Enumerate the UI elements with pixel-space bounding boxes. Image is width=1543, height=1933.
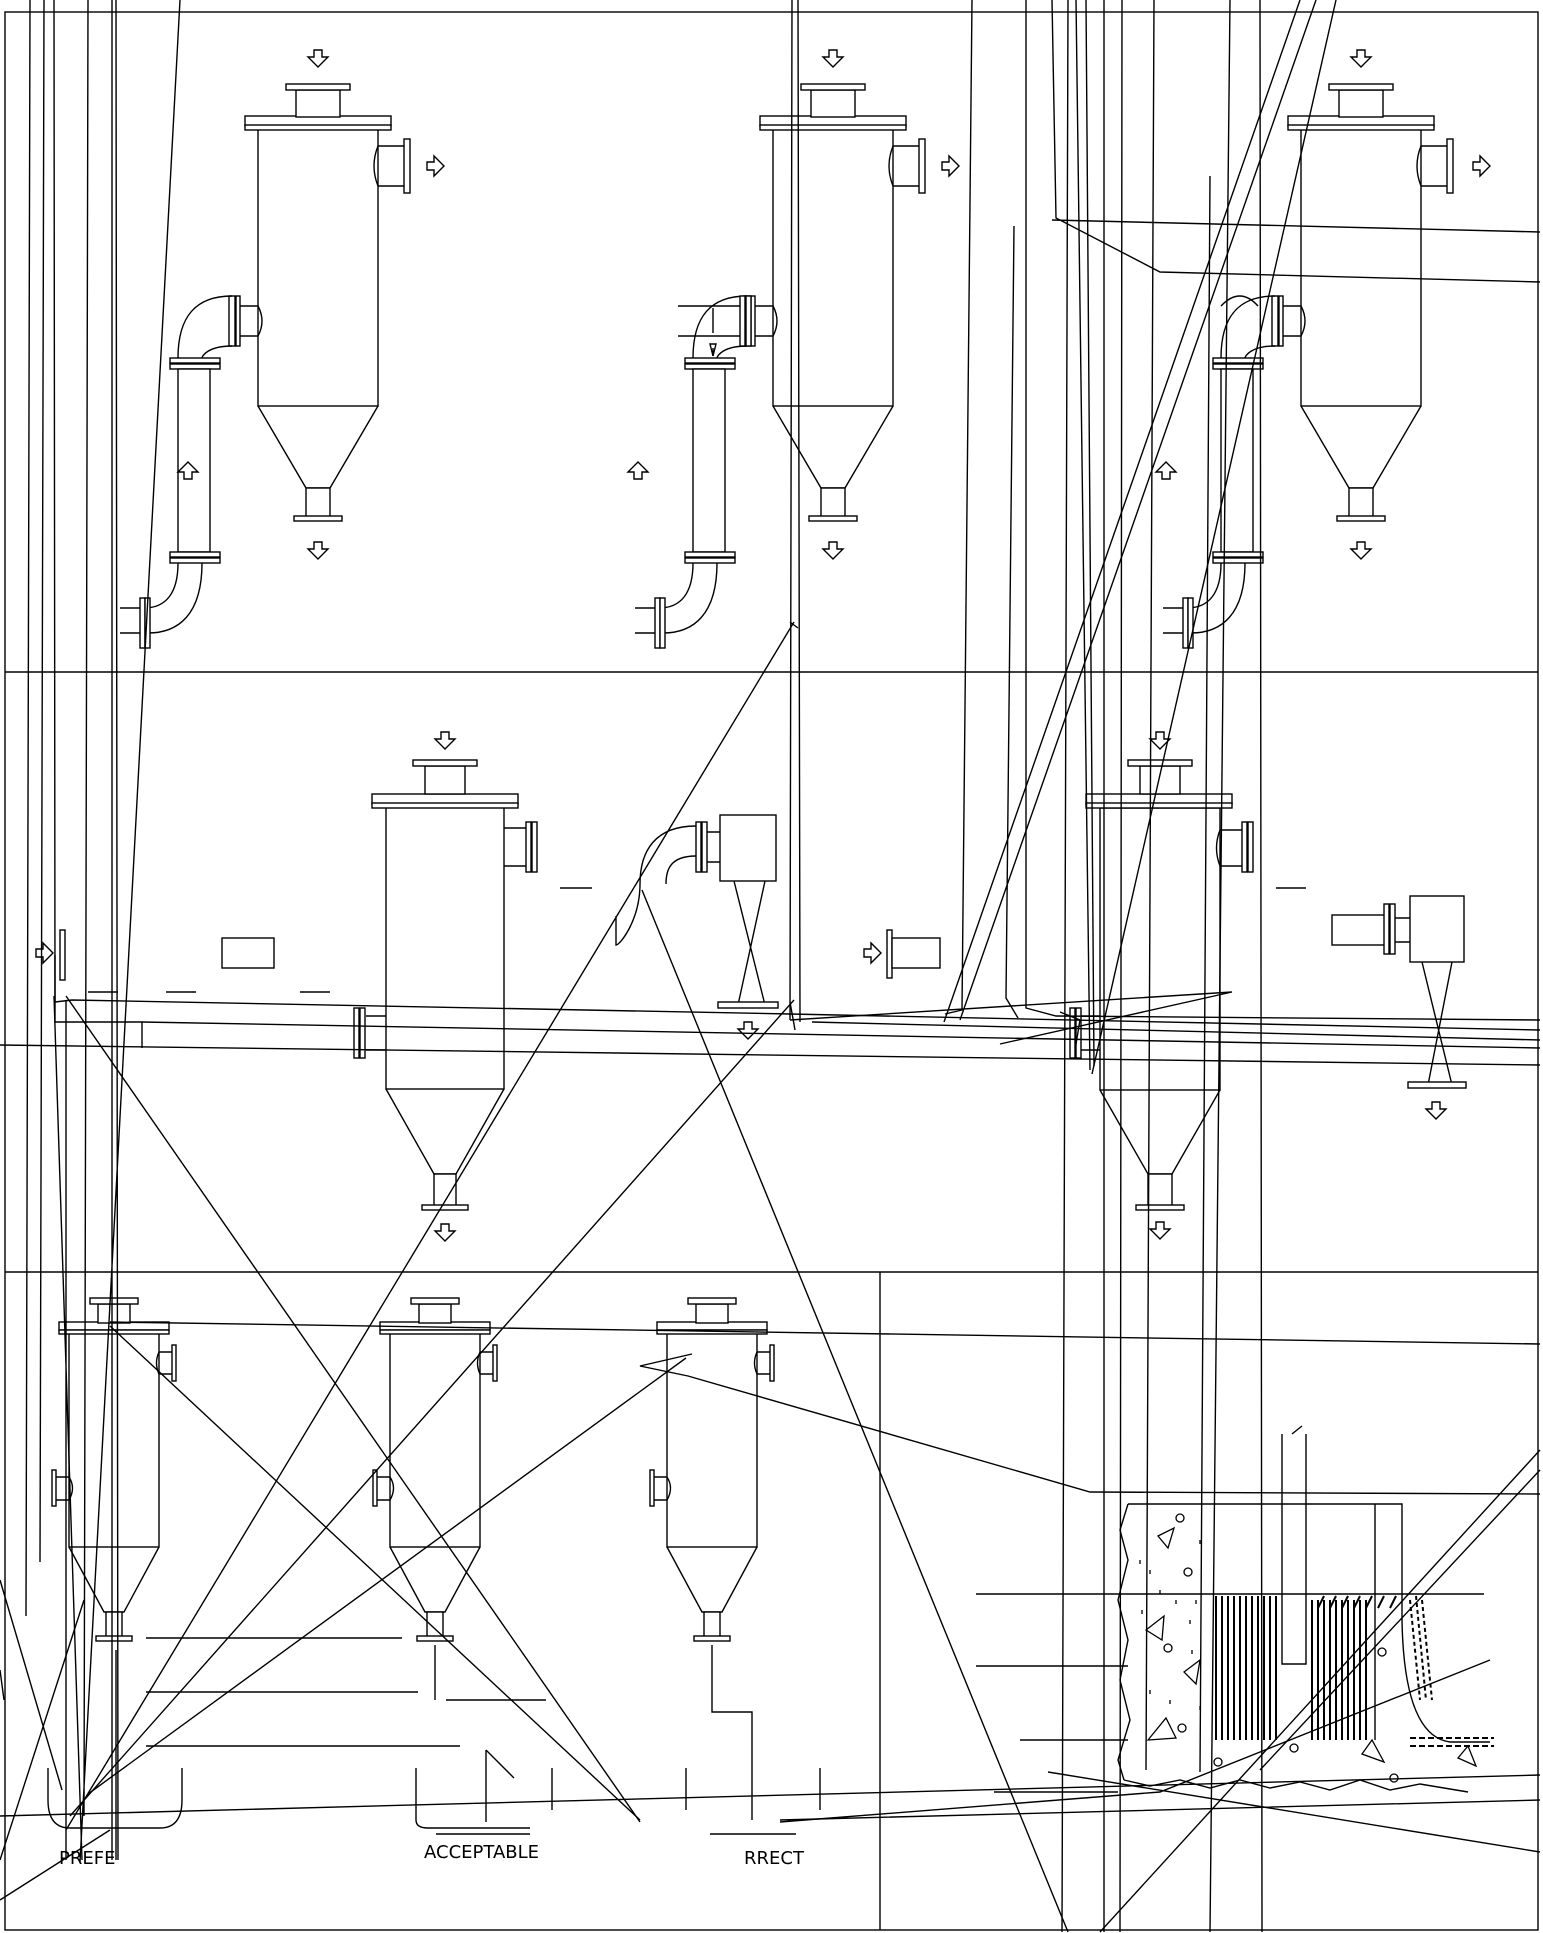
settling-tank (976, 1425, 1494, 1793)
cyclone-separator-5 (1069, 731, 1306, 1240)
separator-preferred (47, 1297, 183, 1860)
cyclone-separator-3 (1155, 49, 1491, 649)
elbow-and-fan-1 (615, 814, 779, 1040)
frame (4, 11, 1539, 1931)
label-correct: RRECT (744, 1848, 805, 1869)
separator-correct (649, 1297, 821, 1835)
cyclone-separator-4 (88, 731, 592, 1242)
separator-acceptable (146, 1297, 553, 1835)
inlet-duct-right (863, 929, 941, 979)
label-acceptable: ACCEPTABLE (424, 1842, 539, 1863)
cyclone-separator-2 (627, 49, 960, 649)
label-preferred: PREFE (59, 1848, 115, 1869)
cyclone-separator-1 (119, 49, 445, 649)
fan-2 (1331, 895, 1467, 1120)
